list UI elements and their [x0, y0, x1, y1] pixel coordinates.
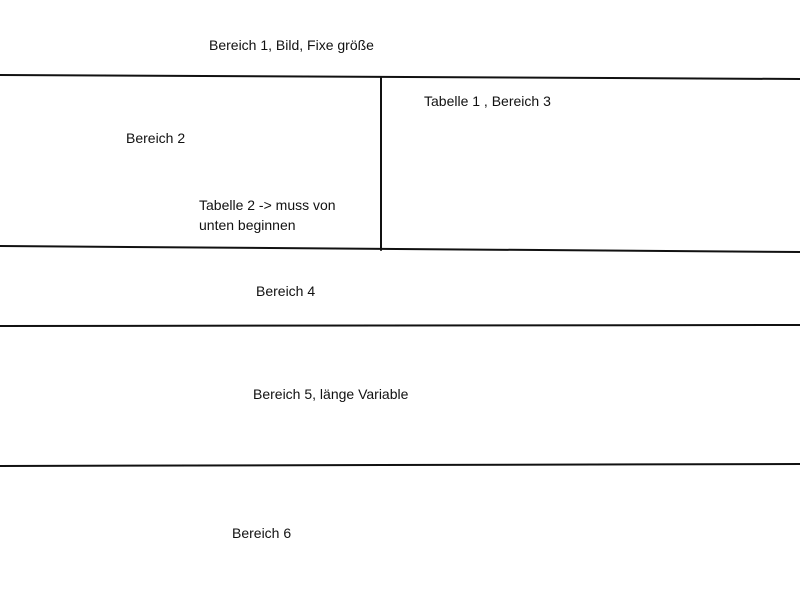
tabelle-2-label-line-1: Tabelle 2 -> muss von	[199, 197, 336, 213]
divider-line-1	[0, 74, 800, 80]
tabelle-1-label: Tabelle 1 , Bereich 3	[424, 93, 551, 109]
divider-line-4	[0, 463, 800, 467]
bereich-2-label: Bereich 2	[126, 130, 186, 146]
tabelle-2-label: Tabelle 2 -> muss von unten beginnen	[199, 195, 336, 235]
bereich-6-label: Bereich 6	[232, 525, 292, 541]
bereich-5-label: Bereich 5, länge Variable	[253, 386, 409, 402]
divider-line-2	[0, 245, 800, 253]
bereich-4-label: Bereich 4	[256, 283, 316, 299]
tabelle-2-label-line-2: unten beginnen	[199, 217, 296, 233]
divider-line-3	[0, 324, 800, 327]
bereich-1-label: Bereich 1, Bild, Fixe größe	[209, 37, 374, 53]
